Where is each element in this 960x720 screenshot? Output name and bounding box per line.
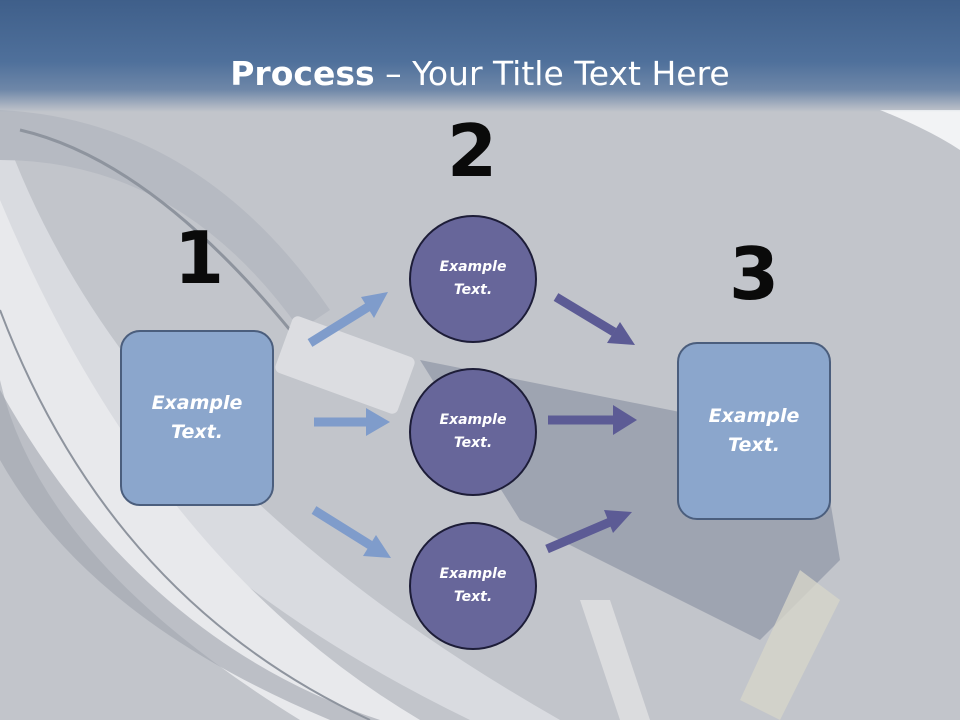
step-number-1: 1 [173,216,225,300]
arrow-circle-middle-to-box3 [548,405,637,435]
arrow-box1-to-circle-top [307,292,388,347]
step-number-3: 3 [728,232,780,316]
title-rest: – Your Title Text Here [374,54,730,93]
step-1-text: Example Text. [151,392,243,443]
title-bar [0,0,960,112]
circle-middle-text: Example Text. [439,412,507,451]
step-number-2: 2 [446,109,498,193]
arrow-circle-bottom-to-box3 [545,510,632,554]
title-bold: Process [230,54,375,93]
step-2-circle-middle: Example Text. [409,368,537,496]
circle-top-text: Example Text. [439,259,507,298]
slide-title: Process – Your Title Text Here [0,52,960,96]
step-3-box: Example Text. [677,342,831,520]
step-1-box: Example Text. [120,330,274,506]
step-2-circle-top: Example Text. [409,215,537,343]
arrow-box1-to-circle-bottom [311,506,391,558]
arrow-box1-to-circle-middle [314,408,390,436]
arrow-circle-top-to-box3 [553,293,635,345]
step-3-text: Example Text. [708,405,800,456]
step-2-circle-bottom: Example Text. [409,522,537,650]
circle-bottom-text: Example Text. [439,566,507,605]
